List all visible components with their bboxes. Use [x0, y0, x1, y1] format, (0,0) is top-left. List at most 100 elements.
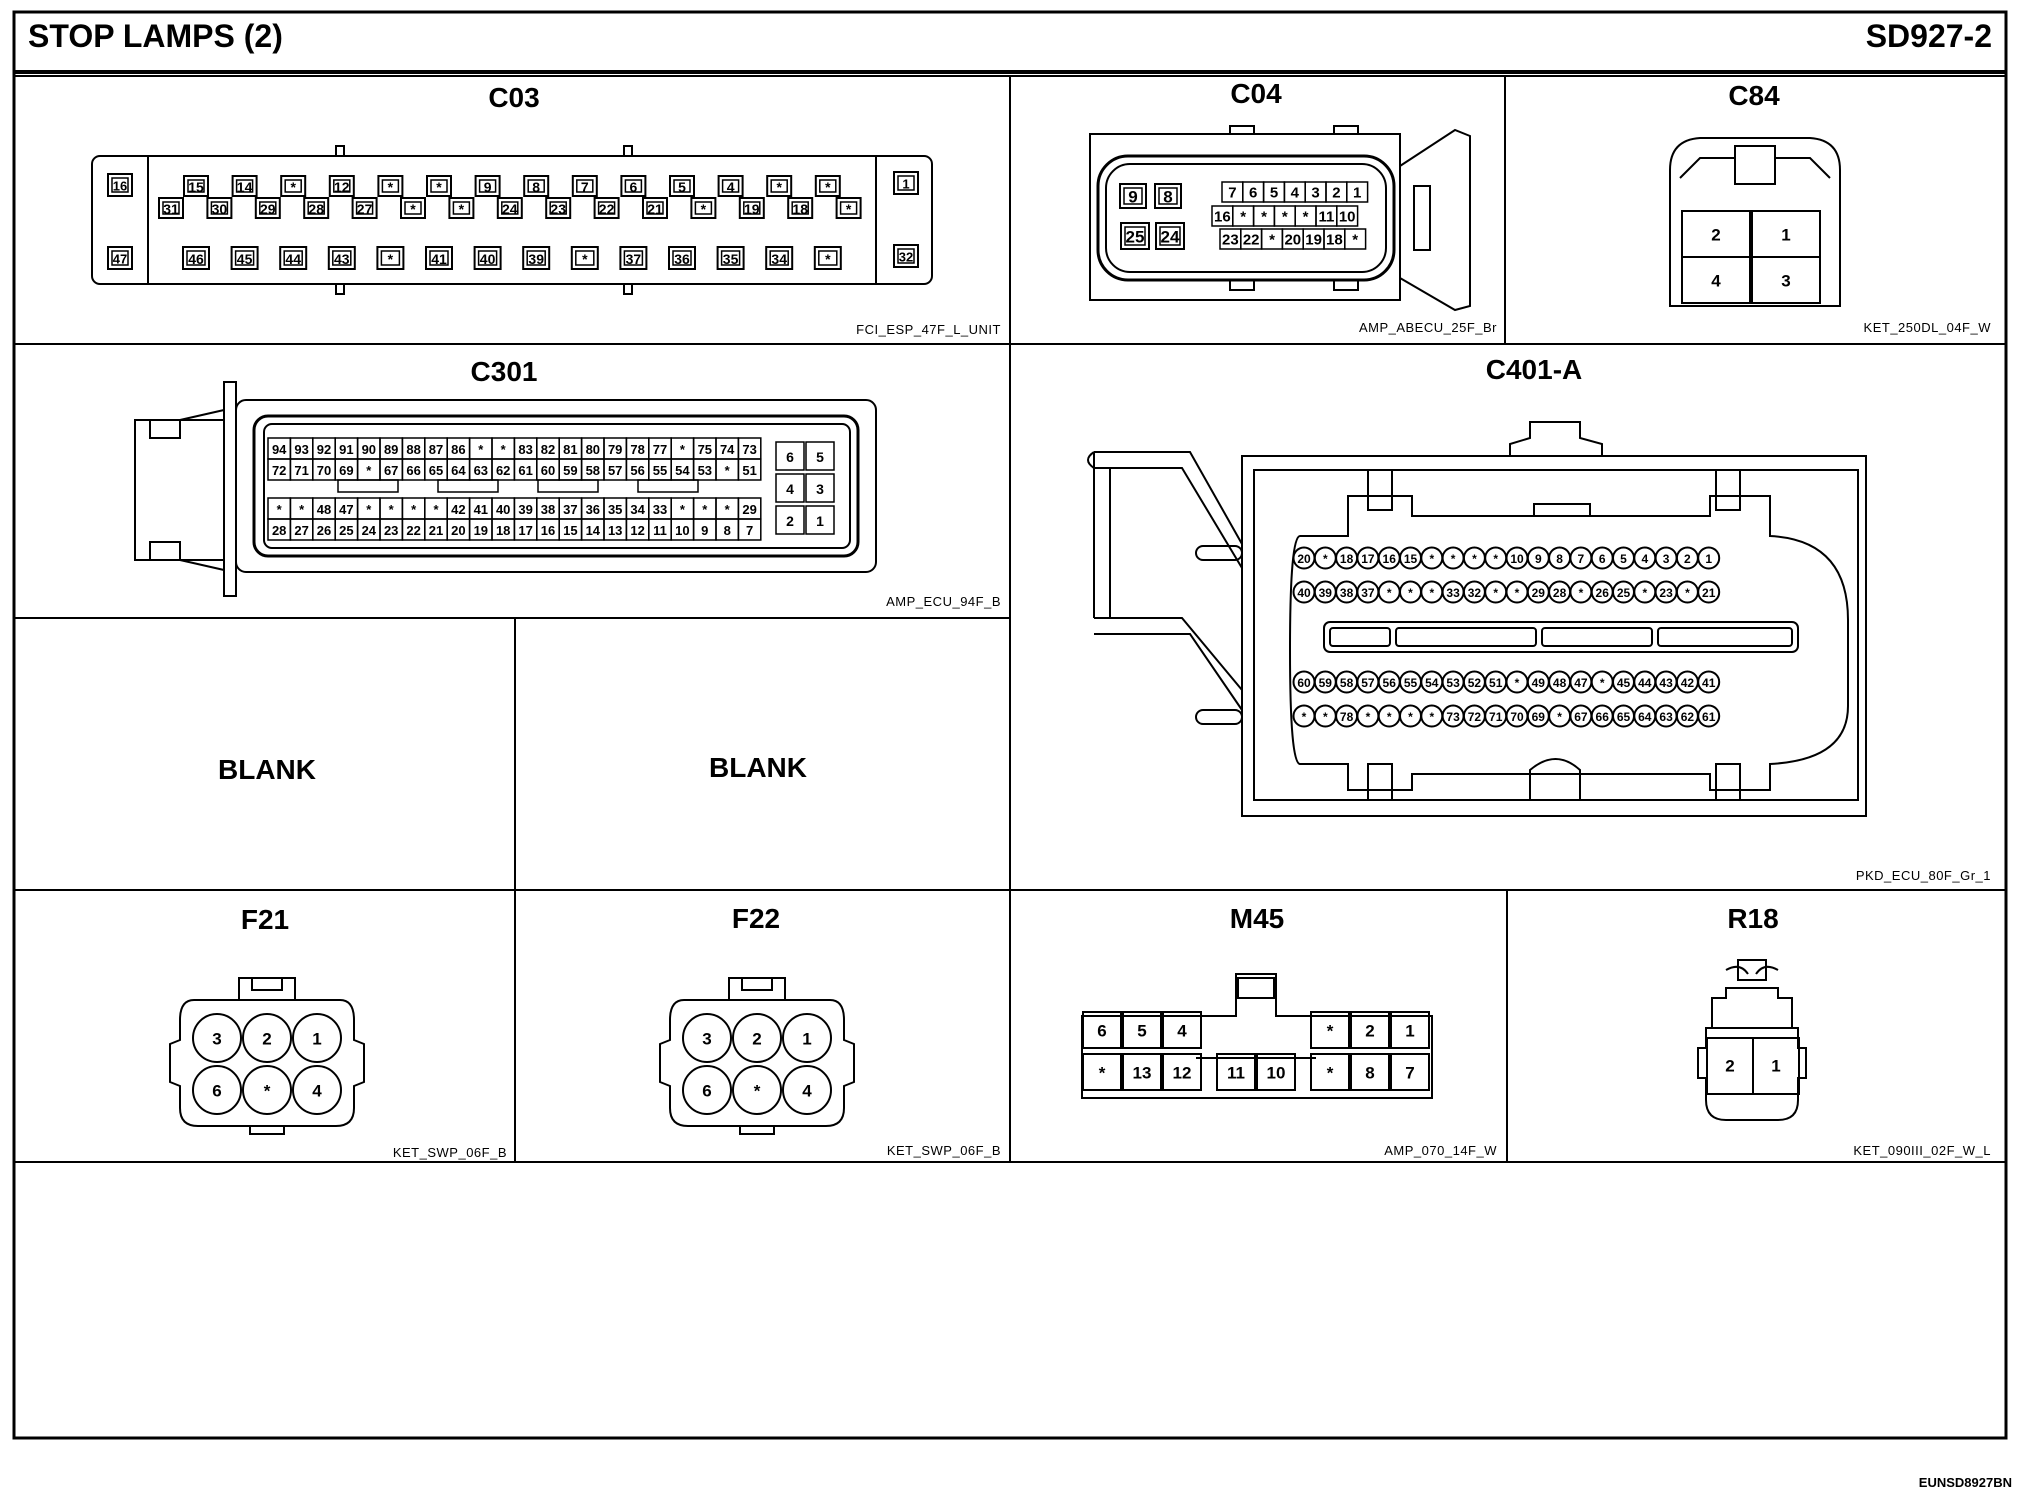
pin-label: *	[1451, 552, 1456, 566]
pin-9: 9	[1119, 183, 1147, 209]
pin-label: 52	[1468, 676, 1482, 690]
pin-label: 2	[262, 1030, 271, 1049]
pin-87: 87	[424, 437, 448, 460]
pin-label: *	[388, 251, 394, 267]
pin-4: 4	[1633, 546, 1657, 570]
pin-69: 69	[1526, 704, 1550, 728]
pin-4: 4	[1162, 1011, 1202, 1049]
pin-37: 37	[619, 246, 648, 270]
pin-21: 21	[642, 197, 668, 219]
pin-7: 7	[1221, 181, 1244, 203]
pin-8: 8	[1548, 546, 1572, 570]
pin-label: 3	[1663, 552, 1670, 566]
pin-18: 18	[1335, 546, 1359, 570]
pin-label: 18	[1326, 232, 1343, 249]
c401a-title: C401-A	[1485, 354, 1583, 385]
pin-47: 47	[1569, 670, 1593, 694]
pin-60: 60	[1292, 670, 1316, 694]
pin-label: 22	[1243, 232, 1260, 249]
pin-label: *	[1472, 552, 1477, 566]
pin-label: *	[1261, 209, 1267, 226]
pin-8: 8	[1350, 1053, 1390, 1091]
pin-label: 2	[1711, 226, 1720, 245]
pin-24: 24	[496, 197, 523, 219]
pin-15: 15	[558, 518, 583, 541]
pin-41: 41	[468, 497, 493, 520]
pin-*: *	[267, 497, 292, 520]
blank-cell-left: BLANK	[218, 754, 316, 785]
pin-16: 16	[536, 518, 560, 541]
pin-label: 4	[1641, 552, 1648, 566]
pin-label: *	[1557, 710, 1562, 724]
pin-label: 66	[406, 463, 420, 478]
pin-label: 6	[1599, 552, 1606, 566]
pin-47: 47	[334, 497, 359, 520]
pin-label: 4	[1711, 272, 1721, 291]
pin-label: 27	[357, 201, 373, 217]
pin-label: *	[1323, 710, 1328, 724]
pin-label: *	[366, 463, 372, 478]
pin-37: 37	[558, 497, 583, 520]
pin-label: 70	[1510, 710, 1524, 724]
pin-label: 78	[1340, 710, 1354, 724]
pin-3: 3	[682, 1013, 732, 1063]
pin-label: 90	[362, 442, 376, 457]
pin-26: 26	[1590, 580, 1614, 604]
pin-label: 64	[451, 463, 466, 478]
pin-*: *	[379, 497, 404, 520]
pin-label: 45	[1617, 676, 1631, 690]
pin-label: 69	[339, 463, 353, 478]
pin-*: *	[813, 246, 842, 270]
pin-42: 42	[446, 497, 471, 520]
pin-label: *	[459, 201, 465, 217]
pin-*: *	[1462, 546, 1486, 570]
pin-*: *	[766, 175, 793, 197]
pin-label: 48	[317, 502, 331, 517]
pin-6: 6	[1590, 546, 1614, 570]
pin-label: 5	[816, 449, 824, 465]
pin-*: *	[1292, 704, 1316, 728]
pin-label: 11	[653, 523, 667, 538]
pin-label: 37	[1361, 586, 1375, 600]
pin-9: 9	[692, 518, 717, 541]
pin-29: 29	[254, 197, 281, 219]
pin-12: 12	[328, 175, 355, 197]
pin-*: *	[715, 458, 740, 481]
m45-title: M45	[1229, 903, 1285, 934]
pin-70: 70	[1505, 704, 1529, 728]
pin-label: 6	[1249, 185, 1257, 202]
pin-*: *	[280, 175, 307, 197]
pin-label: 4	[786, 481, 794, 497]
pin-label: 26	[1596, 586, 1610, 600]
pin-label: 73	[1446, 710, 1460, 724]
sheet-code: SD927-2	[1865, 18, 1992, 54]
pin-label: 18	[1340, 552, 1354, 566]
pin-label: 66	[1596, 710, 1610, 724]
pin-label: *	[1429, 552, 1434, 566]
pin-8: 8	[1154, 183, 1182, 209]
pin-*: *	[1675, 580, 1699, 604]
pin-label: 21	[429, 523, 443, 538]
pin-51: 51	[1484, 670, 1508, 694]
pin-*: *	[732, 1065, 782, 1115]
pin-label: *	[1269, 232, 1275, 249]
pin-label: 25	[1617, 586, 1631, 600]
pin-22: 22	[401, 518, 426, 541]
pin-2: 2	[1706, 1037, 1754, 1095]
pin-label: 14	[237, 179, 253, 195]
pin-*: *	[835, 197, 862, 219]
pin-*: *	[692, 497, 717, 520]
pin-81: 81	[558, 437, 583, 460]
pin-13: 13	[603, 518, 628, 541]
pin-label: 4	[727, 179, 735, 195]
pin-6: 6	[682, 1065, 732, 1115]
pin-label: 47	[113, 252, 127, 267]
pin-6: 6	[192, 1065, 242, 1115]
pin-89: 89	[379, 437, 404, 460]
pin-label: 35	[608, 502, 622, 517]
pin-label: *	[277, 502, 283, 517]
f22-part-number: KET_SWP_06F_B	[886, 1143, 1001, 1158]
pin-*: *	[1313, 546, 1337, 570]
